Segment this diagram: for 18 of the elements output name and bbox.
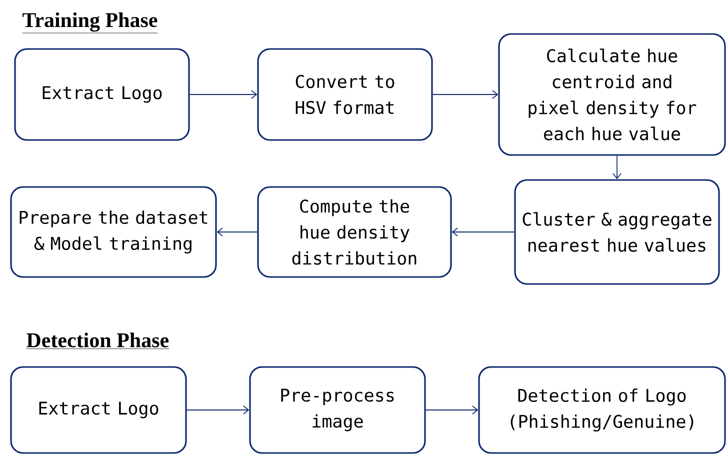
process-box: Convert to HSV format bbox=[257, 48, 433, 141]
arrow bbox=[425, 406, 478, 414]
arrow bbox=[216, 228, 258, 236]
section-heading: Training Phase bbox=[22, 12, 158, 34]
process-box: Extract Logo bbox=[10, 366, 187, 454]
arrow bbox=[189, 90, 258, 99]
section-heading: Detection Phase bbox=[26, 332, 170, 349]
arrow bbox=[186, 406, 250, 414]
arrow bbox=[432, 90, 498, 99]
process-box: Detection of Logo (Phishing/Genuine) bbox=[478, 366, 726, 454]
process-box: Calculate hue centroid and pixel density for each hue value bbox=[498, 33, 726, 156]
arrow bbox=[612, 155, 622, 180]
arrow bbox=[452, 228, 515, 236]
process-box: Cluster & aggregate nearest hue values bbox=[514, 179, 720, 285]
process-box: Compute the hue density distribution bbox=[257, 186, 452, 278]
process-box: Prepare the dataset & Model training bbox=[10, 186, 217, 278]
process-box: Pre-process image bbox=[249, 366, 426, 454]
process-box: Extract Logo bbox=[14, 48, 190, 141]
